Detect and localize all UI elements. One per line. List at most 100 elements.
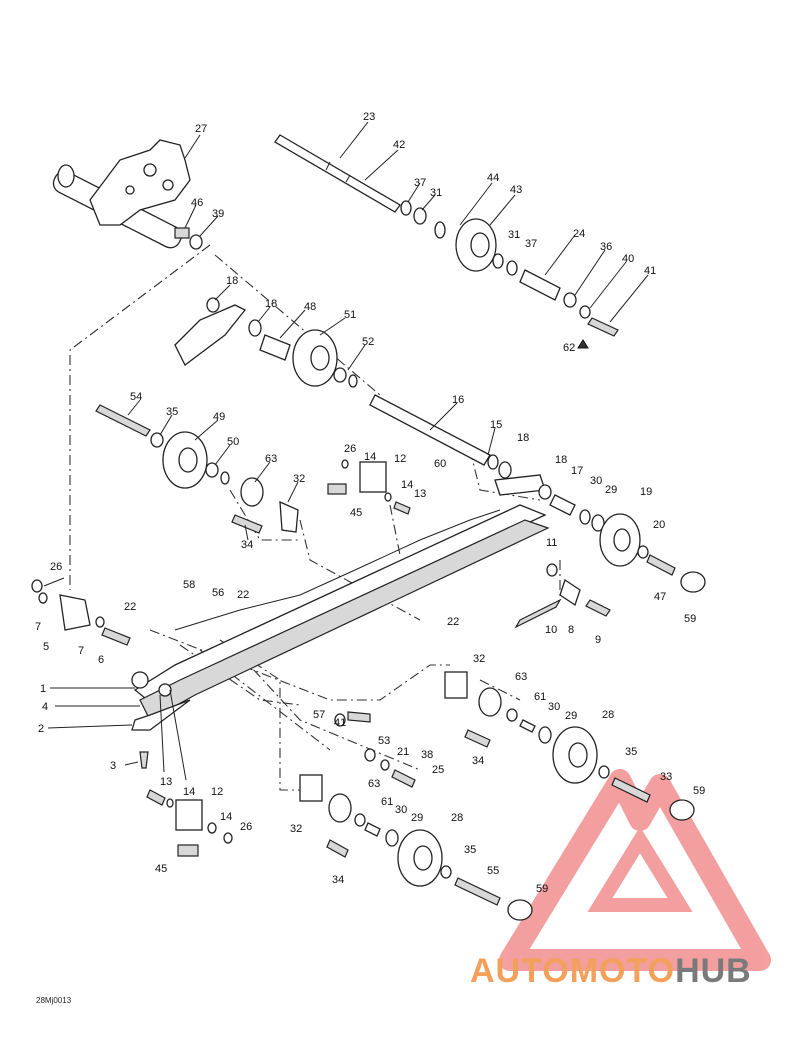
callout-12-b: 12 [211, 786, 223, 798]
callout-35-b: 35 [625, 746, 637, 758]
callout-18-d: 18 [555, 454, 567, 466]
callout-45: 45 [350, 507, 362, 519]
callout-48: 48 [304, 301, 316, 313]
callout-13: 13 [414, 488, 426, 500]
callout-23: 23 [363, 111, 375, 123]
callout-46: 46 [191, 197, 203, 209]
callout-34: 34 [241, 539, 253, 551]
callout-39: 39 [212, 208, 224, 220]
callout-21: 21 [397, 746, 409, 758]
callout-41-b: 41 [334, 717, 346, 729]
callout-29: 29 [605, 484, 617, 496]
callout-7: 7 [35, 621, 41, 633]
callout-2: 2 [38, 723, 44, 735]
diagram-code: 28Mj0013 [36, 996, 72, 1005]
callout-49: 49 [213, 411, 225, 423]
callout-29-c: 29 [411, 812, 423, 824]
callout-19: 19 [640, 486, 652, 498]
callout-52: 52 [362, 336, 374, 348]
callout-63-b: 63 [515, 671, 527, 683]
callout-53: 53 [378, 735, 390, 747]
callout-14: 14 [364, 451, 376, 463]
callout-57: 57 [313, 709, 325, 721]
callout-41: 41 [644, 265, 656, 277]
callout-11: 11 [546, 537, 557, 549]
callout-28-b: 28 [451, 812, 463, 824]
callout-25: 25 [432, 764, 444, 776]
callout-43: 43 [510, 184, 522, 196]
callout-26-b: 26 [50, 561, 62, 573]
callout-14-d: 14 [220, 811, 232, 823]
callout-5: 5 [43, 641, 49, 653]
callout-26-c: 26 [240, 821, 252, 833]
callout-59-b: 59 [693, 785, 705, 797]
callout-45-b: 45 [155, 863, 167, 875]
watermark-text-part2: HUB [675, 952, 752, 990]
callout-1: 1 [40, 683, 46, 695]
watermark-text: AUTOMOTOHUB [470, 952, 752, 991]
callout-62: 62 [563, 342, 575, 354]
top-shaft-assembly [274, 134, 619, 349]
callout-30-b: 30 [548, 701, 560, 713]
callout-26: 26 [344, 443, 356, 455]
callout-28: 28 [602, 709, 614, 721]
lower-middle-wheel-assembly [299, 711, 533, 921]
callout-18-b: 18 [265, 298, 277, 310]
callout-16: 16 [452, 394, 464, 406]
callout-59-c: 59 [536, 883, 548, 895]
lower-block-assembly [146, 789, 233, 857]
callout-22-b: 22 [124, 601, 136, 613]
callout-7-b: 7 [78, 645, 84, 657]
callout-10: 10 [545, 624, 557, 636]
callout-31-b: 31 [508, 229, 520, 241]
callout-labels: 27 23 42 37 31 44 43 46 39 31 37 24 36 4… [35, 111, 705, 895]
callout-56: 56 [212, 587, 224, 599]
callout-32: 32 [293, 473, 305, 485]
callout-14-c: 14 [183, 786, 195, 798]
callout-14-b: 14 [401, 479, 413, 491]
callout-37: 37 [414, 177, 426, 189]
callout-60: 60 [434, 458, 446, 470]
callout-27: 27 [195, 123, 207, 135]
callout-61: 61 [534, 691, 546, 703]
upper-rail-wheel-assembly [174, 297, 358, 388]
callout-58: 58 [183, 579, 195, 591]
main-rail [131, 504, 550, 731]
callout-40: 40 [622, 253, 634, 265]
callout-38: 38 [421, 749, 433, 761]
left-wheel-assembly [95, 404, 299, 534]
right-bracket-assembly [514, 563, 611, 629]
callout-8: 8 [568, 624, 574, 636]
callout-18: 18 [226, 275, 238, 287]
callout-54: 54 [130, 391, 142, 403]
callout-55: 55 [487, 865, 499, 877]
callout-18-c: 18 [517, 432, 529, 444]
callout-61-b: 61 [381, 796, 393, 808]
callout-42: 42 [393, 139, 405, 151]
callout-50: 50 [227, 436, 239, 448]
callout-32-b: 32 [473, 653, 485, 665]
callout-31: 31 [430, 187, 442, 199]
callout-59: 59 [684, 613, 696, 625]
callout-63-c: 63 [368, 778, 380, 790]
leader-lines [43, 121, 649, 781]
callout-51: 51 [344, 309, 356, 321]
callout-33: 33 [660, 771, 672, 783]
callout-29-b: 29 [565, 710, 577, 722]
watermark-logo [499, 769, 771, 971]
left-small-parts [31, 579, 149, 769]
callout-9: 9 [595, 634, 601, 646]
upper-left-axle-assembly [52, 139, 203, 250]
callout-3: 3 [110, 760, 116, 772]
callout-37-b: 37 [525, 238, 537, 250]
callout-15: 15 [490, 419, 502, 431]
callout-30-c: 30 [395, 804, 407, 816]
callout-36: 36 [600, 241, 612, 253]
callout-22-c: 22 [447, 616, 459, 628]
callout-30: 30 [590, 475, 602, 487]
callout-35-c: 35 [464, 844, 476, 856]
callout-17: 17 [571, 465, 583, 477]
upper-block-assembly [327, 459, 411, 515]
callout-63: 63 [265, 453, 277, 465]
